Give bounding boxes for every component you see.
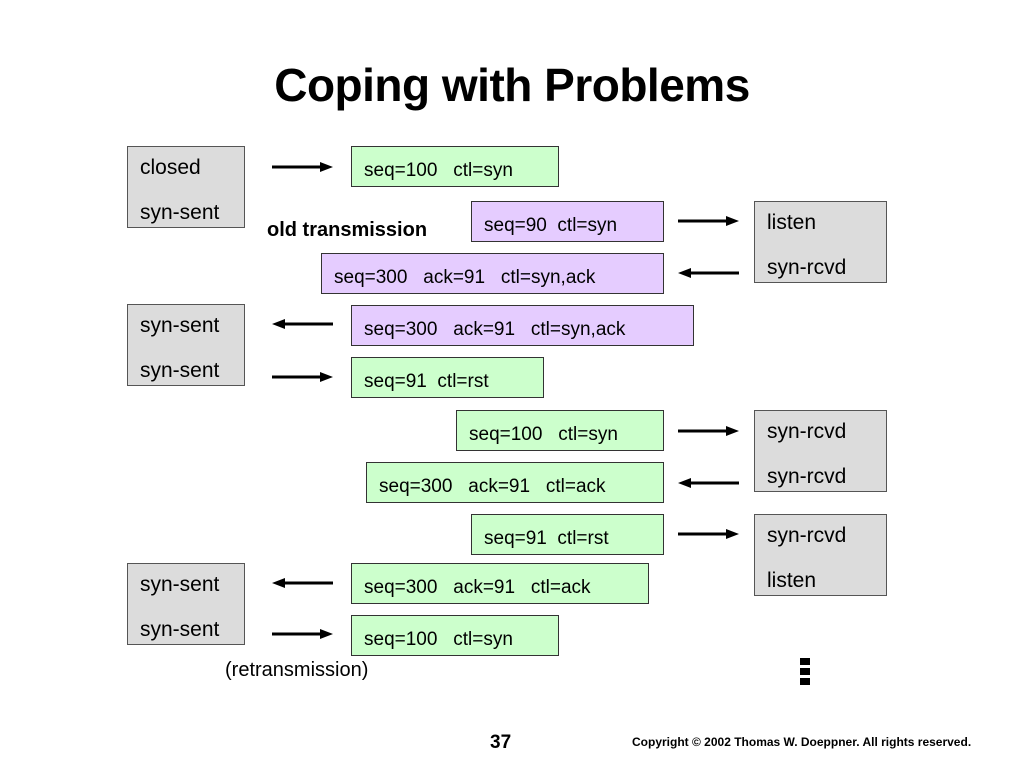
right-state-box-1: listen syn-rcvd	[754, 201, 887, 283]
state-label: syn-sent	[140, 618, 220, 641]
left-state-box-2: syn-sent syn-sent	[127, 304, 245, 386]
vertical-ellipsis-icon	[800, 658, 810, 688]
left-state-box-3: syn-sent syn-sent	[127, 563, 245, 645]
arrow-right-icon	[272, 629, 333, 639]
state-label: syn-rcvd	[767, 524, 847, 547]
arrow-right-icon	[272, 372, 333, 382]
state-label: listen	[767, 569, 817, 592]
arrow-right-icon	[272, 162, 333, 172]
message-box-10: seq=100 ctl=syn	[351, 615, 559, 656]
message-box-9: seq=300 ack=91 ctl=ack	[351, 563, 649, 604]
state-label: syn-sent	[140, 359, 220, 382]
state-label: syn-rcvd	[767, 420, 847, 443]
state-label: syn-rcvd	[767, 256, 847, 279]
right-state-box-2: syn-rcvd syn-rcvd	[754, 410, 887, 492]
right-state-box-3: syn-rcvd listen	[754, 514, 887, 596]
arrow-right-icon	[678, 426, 739, 436]
state-label: closed	[140, 156, 201, 179]
old-transmission-label: old transmission	[267, 219, 428, 241]
message-box-1: seq=100 ctl=syn	[351, 146, 559, 187]
state-label: syn-rcvd	[767, 465, 847, 488]
message-box-5: seq=91 ctl=rst	[351, 357, 544, 398]
message-box-6: seq=100 ctl=syn	[456, 410, 664, 451]
arrow-left-icon	[678, 268, 739, 278]
message-box-8: seq=91 ctl=rst	[471, 514, 664, 555]
page-number: 37	[490, 732, 512, 753]
message-box-2: seq=90 ctl=syn	[471, 201, 664, 242]
copyright-notice: Copyright © 2002 Thomas W. Doeppner. All…	[632, 735, 972, 749]
retransmission-label: (retransmission)	[225, 659, 369, 681]
arrow-left-icon	[678, 478, 739, 488]
left-state-box-1: closed syn-sent	[127, 146, 245, 228]
slide-title: Coping with Problems	[274, 59, 750, 111]
arrow-left-icon	[272, 578, 333, 588]
state-label: syn-sent	[140, 201, 220, 224]
message-box-7: seq=300 ack=91 ctl=ack	[366, 462, 664, 503]
arrow-right-icon	[678, 216, 739, 226]
message-box-3: seq=300 ack=91 ctl=syn,ack	[321, 253, 664, 294]
state-label: syn-sent	[140, 314, 220, 337]
state-label: listen	[767, 211, 817, 234]
state-label: syn-sent	[140, 573, 220, 596]
arrow-left-icon	[272, 319, 333, 329]
arrow-right-icon	[678, 529, 739, 539]
message-box-4: seq=300 ack=91 ctl=syn,ack	[351, 305, 694, 346]
